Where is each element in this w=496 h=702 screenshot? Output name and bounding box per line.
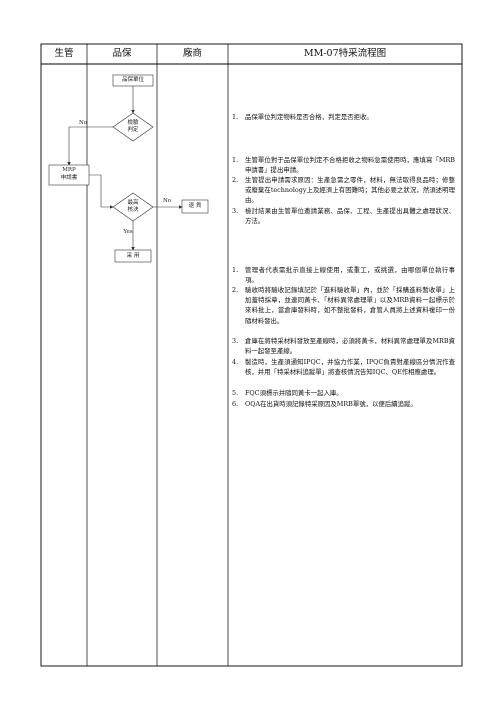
note-item: 3. 檢討結果由生管單位邀請業務、品保、工程、生產提出具體之處理狀況、方法。	[232, 207, 455, 226]
note-item: 5. FQC須標示并隨同黃卡一起入庫。	[232, 389, 343, 397]
header-title: MM-07特采流程图	[303, 48, 387, 59]
mrp-box-line1: MRP	[62, 167, 76, 173]
mrp-box-line2: 申請書	[60, 175, 78, 181]
note-item: 1. 管理者代表需批示直接上線使用，或重工，或挑選，由哪個單位執行事項。	[232, 266, 455, 285]
use-box	[114, 249, 152, 263]
note-item: 1. 品保單位判定物料是否合格，判定是否拒收。	[232, 113, 373, 121]
note-item: 1. 生管單位對于品保單位判定不合格拒收之物料急需使用時，應填寫「MRB申請書」…	[232, 156, 455, 175]
note-item: 4. 製造時，生產須通知IPQC，并協力作業，IPQC負責對產線區分情況作查核，…	[232, 358, 455, 377]
note-item: 3. 倉庫在將特采材料發放至產線時，必須將黃卡，材料異常處理單及MRB資料一起發…	[232, 337, 455, 356]
table-border	[40, 43, 463, 667]
note-item: 2. 驗收時將驗收記錄填記於「進料驗收單」內，並於「採購進料暫收單」上加蓋特採章…	[232, 286, 455, 325]
header-production: 生管	[54, 48, 74, 59]
return-box-label: 退 貨	[188, 203, 202, 209]
decision-approval-label: 最高 核決	[127, 200, 139, 213]
use-box-label: 采 用	[126, 253, 140, 259]
decision-inspection	[112, 112, 154, 142]
header-quality: 品保	[112, 48, 132, 59]
note-item: 6. OQA在出貨時須記錄特采原因及MRB單號，以便后續追蹤。	[232, 400, 417, 408]
header-vendor: 廠商	[182, 48, 202, 59]
decision-inspection-label: 檢驗 判定	[127, 120, 139, 133]
start-box-label: 品保單位	[121, 77, 144, 83]
label-yes: Yes	[123, 229, 133, 235]
label-no-1: No	[78, 120, 88, 126]
note-item: 2. 生管提出申請需求原因：生產急需之零件，材料，無法取得良品時；修整或廢棄在t…	[232, 176, 455, 205]
return-box	[181, 199, 209, 214]
label-no-2: No	[162, 198, 172, 204]
